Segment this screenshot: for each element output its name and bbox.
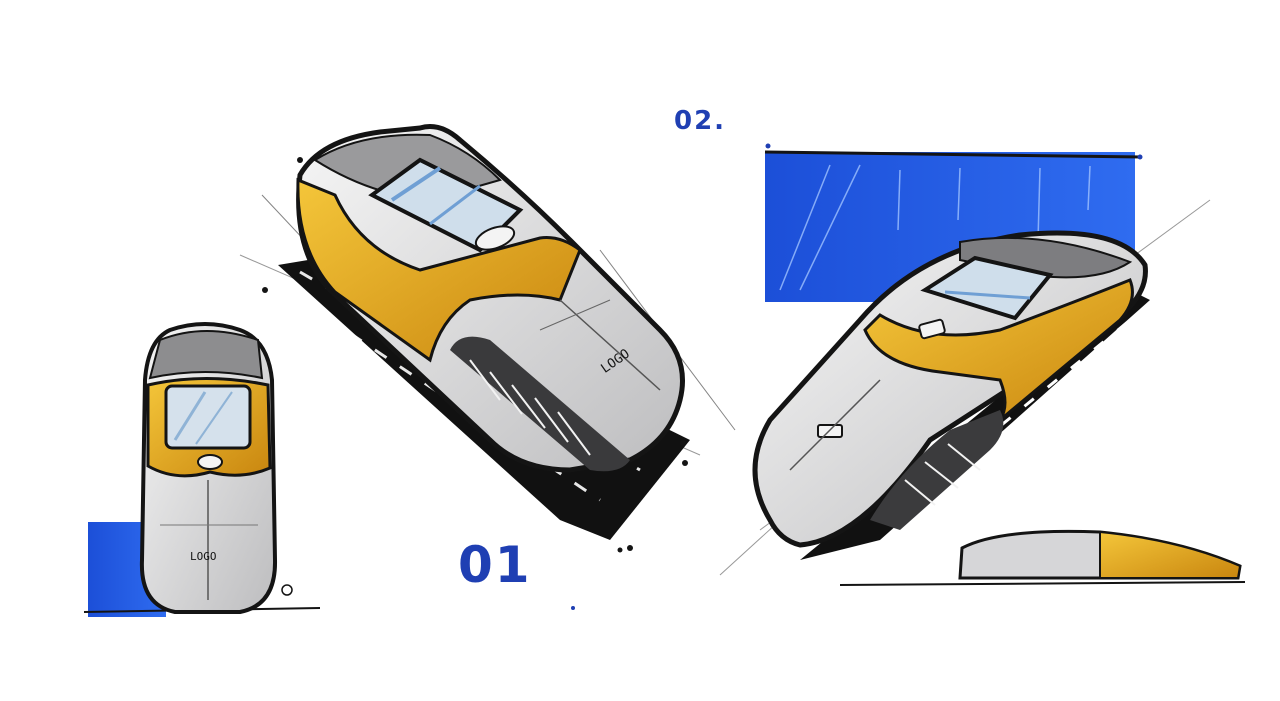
phone-screen-01 xyxy=(368,157,524,253)
phone-perspective-view-02 xyxy=(719,143,1246,586)
design-label-02: 02. xyxy=(674,106,727,136)
phone-front-logo-text: LOGO xyxy=(190,550,217,563)
phone-body-01 xyxy=(296,124,685,473)
phone-yellow-shell-01 xyxy=(296,177,582,363)
phone-perspective-view-01: LOGO xyxy=(239,124,736,610)
phone-yellow-band-02 xyxy=(863,278,1134,422)
logo-emblem-icon xyxy=(918,318,946,340)
phone-front-view: LOGO xyxy=(83,322,321,617)
logo-emblem-icon xyxy=(474,225,516,251)
phone-screen xyxy=(164,384,252,450)
phone-top-cap xyxy=(148,330,264,380)
phone-screen-02 xyxy=(920,255,1054,321)
logo-emblem-icon xyxy=(197,454,223,470)
design-label-01: 01 xyxy=(458,536,532,594)
